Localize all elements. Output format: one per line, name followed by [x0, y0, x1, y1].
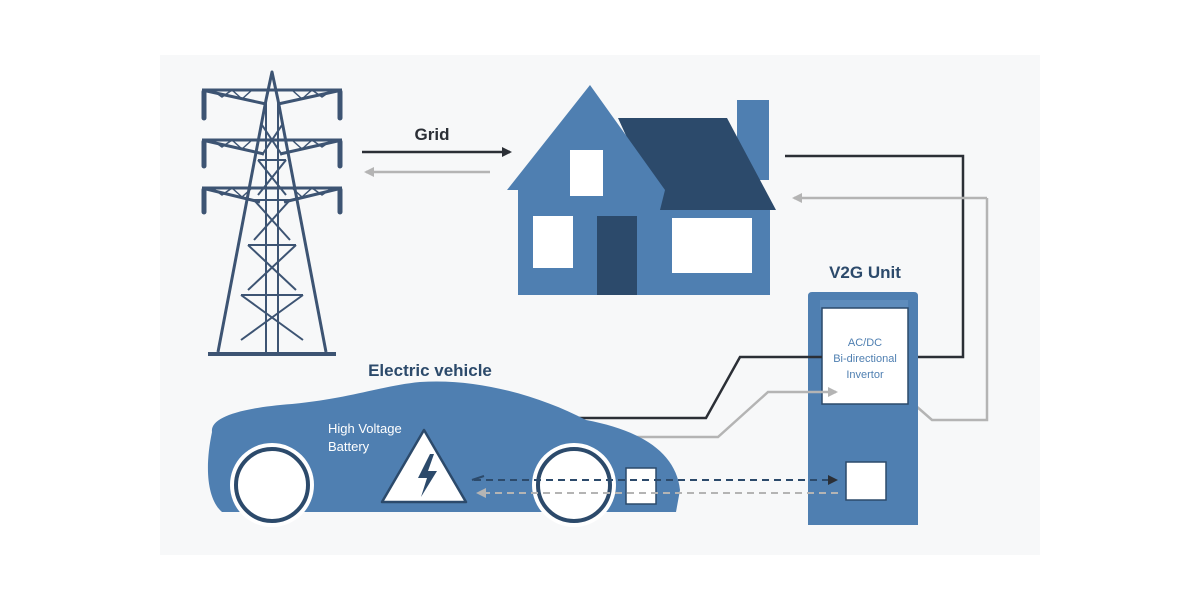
inverter-label-line3: Invertor: [846, 369, 884, 381]
grid-label: Grid: [415, 125, 450, 144]
battery-label-line1: High Voltage: [328, 421, 402, 436]
transmission-tower-icon: [201, 70, 343, 356]
electric-vehicle-label: Electric vehicle: [368, 361, 492, 380]
v2g-unit-label: V2G Unit: [829, 263, 901, 282]
dashed-arrow-tail: [471, 475, 485, 481]
high-voltage-warning-icon: [380, 428, 468, 504]
electric-car-icon: [207, 381, 680, 527]
house-to-v2g-line: [785, 154, 965, 359]
battery-label-line2: Battery: [328, 439, 370, 454]
inverter-label-line2: Bi-directional: [833, 353, 897, 365]
v2g-charger-icon: [808, 292, 918, 525]
house-icon: [507, 85, 776, 295]
inverter-label-line1: AC/DC: [848, 337, 882, 349]
